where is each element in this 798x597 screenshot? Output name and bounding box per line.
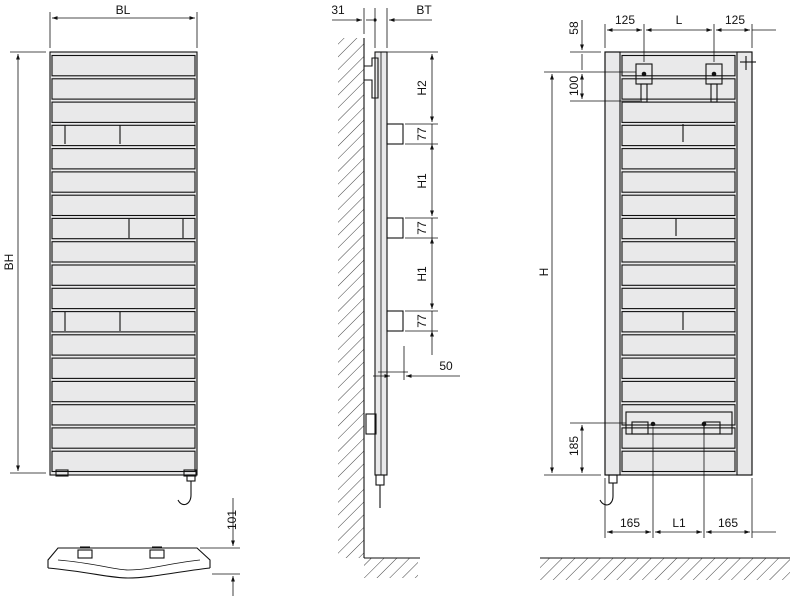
h1-b-label: H1 — [415, 266, 429, 282]
depth-label: BT — [416, 3, 432, 17]
rear-slat-17 — [621, 427, 736, 449]
rear-slat-5 — [621, 148, 736, 170]
towel-bar-3 — [386, 310, 404, 332]
rear-slat-1 — [621, 54, 736, 77]
rear-slat-9 — [621, 241, 736, 263]
rear-slat-2 — [621, 78, 736, 100]
towel-bar-2 — [386, 217, 404, 239]
power-cable — [177, 481, 192, 506]
rear-slat-15 — [621, 380, 736, 403]
side-view: 31 BT H2 77 H1 77 H1 77 50 — [331, 3, 460, 578]
gap-c-label: 77 — [415, 314, 429, 328]
rear-slat-16 — [621, 404, 736, 426]
front-slat-18 — [51, 450, 196, 473]
rear-slat-10 — [621, 264, 736, 286]
front-slat-15 — [51, 380, 196, 403]
bh-label: BH — [2, 254, 16, 271]
h-label: H — [537, 268, 551, 277]
bl-label: BL — [116, 3, 131, 17]
h2-label: H2 — [415, 80, 429, 96]
front-slat-13 — [51, 334, 196, 356]
valve-offset-label: 101 — [225, 510, 239, 530]
front-slat-8 — [51, 217, 196, 240]
rear-slat-14 — [621, 357, 736, 379]
left-offset-label: 125 — [615, 13, 635, 27]
right-offset-label: 125 — [725, 13, 745, 27]
towel-bar-dividers — [64, 125, 184, 331]
front-slat-17 — [51, 427, 196, 449]
rear-floor-hatching — [540, 558, 790, 580]
top-offset-label: 58 — [567, 21, 581, 35]
bottom-spacing-label: L1 — [672, 516, 686, 530]
front-view: BL BH 101 — [2, 3, 240, 596]
right-bottom-label: 165 — [718, 516, 738, 530]
bracket-height-label: 100 — [567, 76, 581, 96]
front-slat-1 — [51, 54, 196, 77]
front-slat-10 — [51, 264, 196, 286]
rear-slat-11 — [621, 287, 736, 310]
bottom-bracket-label: 185 — [567, 436, 581, 456]
front-slat-16 — [51, 404, 196, 426]
towel-bar-1 — [386, 123, 404, 145]
front-slats — [51, 54, 196, 473]
front-slat-9 — [51, 241, 196, 263]
side-vertical-dimensions — [387, 51, 438, 355]
rear-slat-7 — [621, 194, 736, 217]
front-slat-4 — [51, 124, 196, 147]
front-slat-3 — [51, 101, 196, 123]
front-slat-6 — [51, 171, 196, 193]
h1-a-label: H1 — [415, 173, 429, 189]
front-slat-7 — [51, 194, 196, 217]
rear-slat-6 — [621, 171, 736, 193]
rear-slat-3 — [621, 101, 736, 123]
rear-slat-18 — [621, 450, 736, 473]
wall-bracket-top — [364, 57, 379, 99]
rear-slat-4 — [621, 124, 736, 147]
gap-b-label: 77 — [415, 221, 429, 235]
floor-hatching — [364, 558, 418, 578]
wall-hatching — [338, 38, 364, 558]
front-slat-12 — [51, 311, 196, 333]
spacing-label: L — [676, 13, 683, 27]
rear-slat-12 — [621, 311, 736, 333]
rear-slats — [621, 54, 736, 473]
wall-gap-label: 31 — [331, 3, 345, 17]
rear-slat-8 — [621, 217, 736, 240]
front-slat-11 — [51, 287, 196, 310]
rear-right-rail — [736, 51, 753, 476]
front-plan-view — [47, 546, 211, 579]
rear-top-brackets — [635, 63, 723, 103]
gap-a-label: 77 — [415, 127, 429, 141]
front-slat-14 — [51, 357, 196, 379]
left-bottom-label: 165 — [620, 516, 640, 530]
rear-slat-13 — [621, 334, 736, 356]
bottom-offset-label: 50 — [439, 359, 453, 373]
front-slat-5 — [51, 148, 196, 170]
front-slat-2 — [51, 78, 196, 100]
rear-view: 125 L 125 58 100 H 185 165 L1 165 — [537, 13, 790, 580]
